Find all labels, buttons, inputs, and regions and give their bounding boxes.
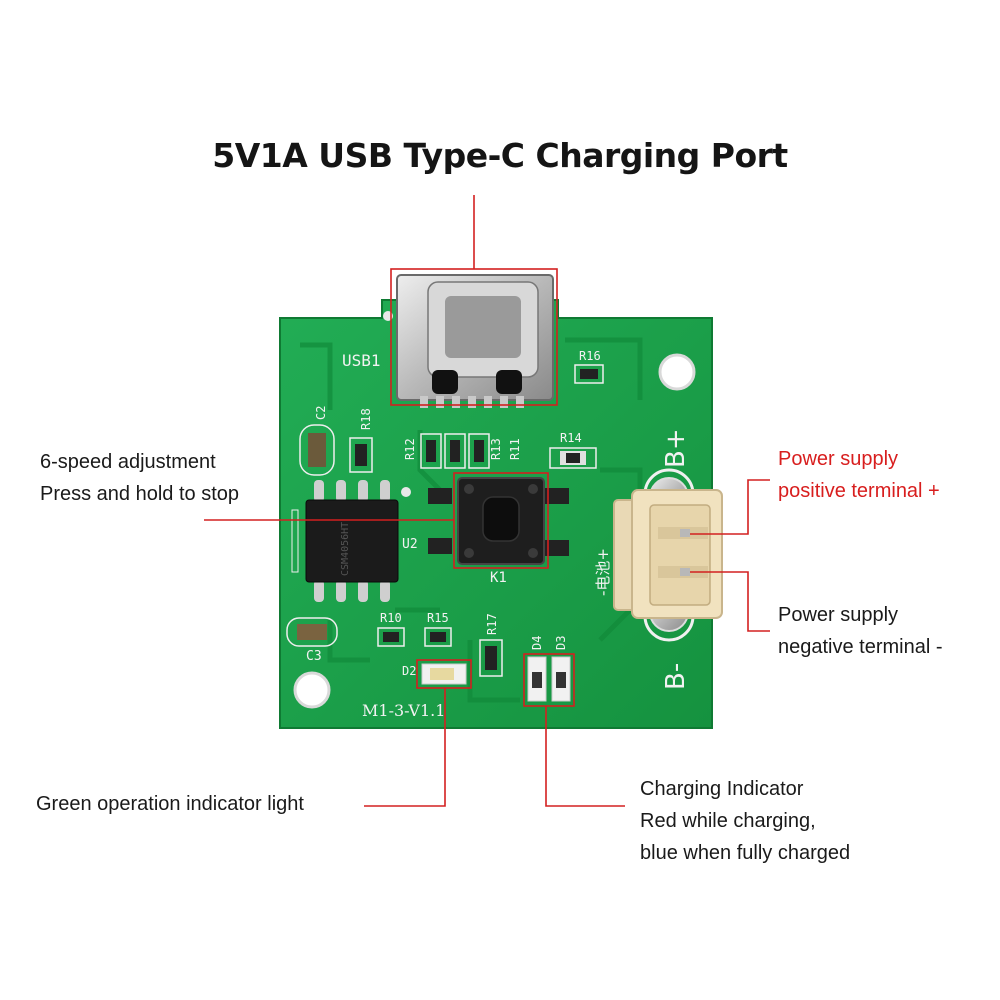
highlight-leds-d3-d4 (523, 653, 575, 707)
silk-usb1: USB1 (342, 351, 381, 370)
callout-positive-line2: positive terminal + (778, 480, 940, 502)
callout-charge-line2: Red while charging, (640, 810, 816, 832)
smd-components (286, 364, 604, 677)
callout-green-led: Green operation indicator light (36, 793, 304, 815)
silk-d2: D2 (402, 664, 416, 678)
silk-r13: R13 (489, 438, 503, 460)
usb-c-connector (396, 274, 554, 408)
silk-r14: R14 (560, 431, 582, 445)
silk-d4: D4 (530, 636, 544, 650)
silk-r11: R11 (508, 438, 522, 460)
mounting-hole-bottom-left (293, 671, 331, 709)
silk-b-plus: B+ (661, 428, 691, 468)
silk-r18: R18 (359, 408, 373, 430)
leds-d3-d4 (527, 656, 571, 702)
callout-negative-line1: Power supply (778, 604, 899, 626)
callout-adjust-line1: 6-speed adjustment (40, 451, 216, 473)
silk-r12: R12 (403, 438, 417, 460)
silk-c3: C3 (306, 649, 322, 664)
silk-r15: R15 (427, 611, 449, 625)
callout-negative-line2: negative terminal - (778, 636, 943, 658)
silk-u2: U2 (402, 537, 418, 552)
callout-charge-line3: blue when fully charged (640, 842, 851, 864)
silk-r16: R16 (579, 349, 601, 363)
tactile-switch-k1 (457, 477, 545, 565)
silk-r17: R17 (485, 613, 499, 635)
silk-b-minus: B- (661, 663, 691, 690)
highlight-led-d2 (416, 659, 472, 689)
silk-r10: R10 (380, 611, 402, 625)
led-d2 (421, 663, 467, 685)
silk-c2: C2 (314, 406, 328, 420)
jst-connector (613, 489, 723, 619)
silk-battery-mark: -电池+ (594, 548, 612, 596)
callout-leaders (204, 195, 770, 807)
silk-board-id: M1-3-V1.1 (362, 701, 445, 720)
silk-k1: K1 (490, 570, 507, 586)
title: 5V1A USB Type-C Charging Port (212, 136, 788, 175)
callout-charge-line1: Charging Indicator (640, 778, 804, 800)
mounting-hole-top-right (658, 353, 696, 391)
chip-marking: CSM4056HT (340, 522, 351, 576)
silk-d3: D3 (554, 636, 568, 650)
callout-positive-line1: Power supply (778, 448, 899, 470)
callout-adjust-line2: Press and hold to stop (40, 483, 240, 505)
